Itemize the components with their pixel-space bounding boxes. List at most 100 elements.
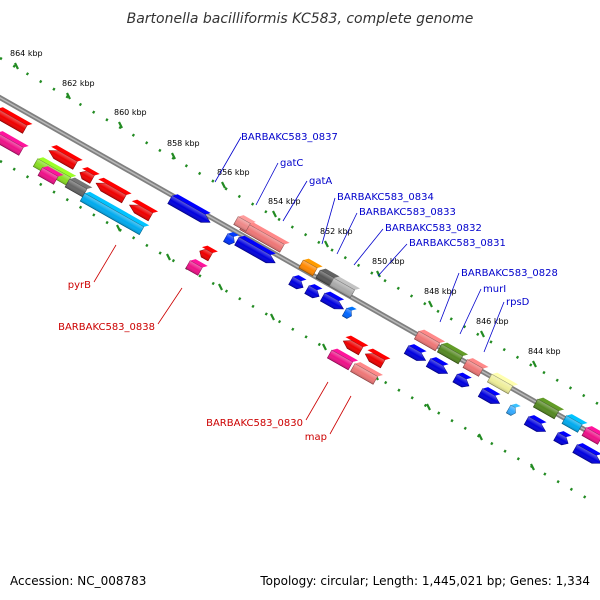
ruler-dot xyxy=(529,363,533,367)
gene-label-barbakc583-0832: BARBAKC583_0832 xyxy=(385,223,482,234)
ruler-dot xyxy=(437,411,441,415)
ruler-dot xyxy=(423,403,428,408)
gene-top-face xyxy=(345,335,369,348)
gene-label-barbakc583-0838: BARBAKC583_0838 xyxy=(58,322,155,333)
gene-label-gata: gatA xyxy=(309,176,332,187)
gene-feature xyxy=(319,291,345,310)
gene-feature xyxy=(239,220,290,253)
ruler-dot xyxy=(264,210,268,214)
gene-gloss xyxy=(581,427,600,445)
label-leader-line xyxy=(336,212,358,255)
gene-gloss xyxy=(234,237,276,263)
ruler-dot xyxy=(542,370,546,375)
ruler-dot xyxy=(224,289,229,293)
ruler-dot xyxy=(291,327,295,331)
gene-top-face xyxy=(51,145,83,162)
gene-top-face xyxy=(239,235,276,255)
gene-gloss xyxy=(129,205,153,221)
ruler-dot xyxy=(277,319,282,324)
gene-top-face xyxy=(0,107,33,126)
ruler-label: 864 kbp xyxy=(10,49,43,58)
ruler-dot xyxy=(105,220,109,225)
label-leader-line xyxy=(305,381,329,421)
gene-top-face xyxy=(457,372,472,380)
gene-gloss xyxy=(239,221,285,253)
gene-gloss xyxy=(533,399,559,419)
ruler-dot xyxy=(303,233,308,237)
gene-top-face xyxy=(482,387,501,396)
ruler-dot xyxy=(397,388,401,392)
gene-gloss xyxy=(462,359,484,377)
upper-ruler-track xyxy=(0,56,599,405)
gene-label-barbakc583-0830: BARBAKC583_0830 xyxy=(206,418,303,429)
ruler-label: 860 kbp xyxy=(114,108,147,117)
ruler-dot xyxy=(145,243,149,248)
gene-gloss xyxy=(185,260,203,276)
ruler-major-tick xyxy=(376,270,381,278)
ruler-dot xyxy=(370,271,374,275)
gene-gloss xyxy=(426,358,448,374)
accession-text: Accession: NC_008783 xyxy=(10,574,147,588)
ruler-dot xyxy=(92,110,96,114)
gene-gloss xyxy=(487,374,513,394)
gene-gloss xyxy=(298,260,318,276)
gene-feature xyxy=(403,344,427,361)
ruler-dot xyxy=(516,457,520,461)
gene-gloss xyxy=(404,345,426,361)
ruler-dot xyxy=(436,309,440,313)
gene-top-face xyxy=(309,284,323,291)
gene-gloss xyxy=(199,249,213,261)
label-leader-line xyxy=(93,244,117,283)
label-leader-line xyxy=(329,395,352,435)
ruler-dot xyxy=(0,56,3,61)
ruler-dot xyxy=(145,141,149,145)
gene-feature xyxy=(199,245,218,262)
ruler-major-tick xyxy=(270,313,275,321)
map-title: Bartonella bacilliformis KC583, complete… xyxy=(127,11,474,27)
ruler-label: 858 kbp xyxy=(167,139,200,148)
label-leader-line xyxy=(459,288,482,335)
gene-label-map: map xyxy=(305,432,327,443)
gene-top-face xyxy=(303,258,323,269)
gene-gloss xyxy=(223,233,235,245)
gene-top-face xyxy=(201,245,218,254)
ruler-dot xyxy=(39,79,43,84)
gene-gloss xyxy=(327,350,353,370)
gene-feature xyxy=(350,362,383,385)
gene-feature xyxy=(436,342,469,365)
gene-feature xyxy=(532,397,565,420)
gene-top-face xyxy=(510,403,521,408)
ruler-major-tick xyxy=(166,253,171,261)
ruler-dot xyxy=(450,419,454,423)
gene-feature xyxy=(234,235,276,264)
ruler-dot xyxy=(463,426,467,431)
gene-feature xyxy=(223,232,239,245)
ruler-dot xyxy=(198,274,202,278)
gene-gloss xyxy=(452,374,469,388)
gene-top-face xyxy=(131,199,159,213)
gene-feature xyxy=(364,348,391,369)
gene-gloss xyxy=(304,285,320,298)
ruler-dot xyxy=(543,472,547,476)
ruler-dot xyxy=(52,190,56,194)
gene-gloss xyxy=(48,150,78,170)
gene-gloss xyxy=(288,276,304,289)
ruler-dot xyxy=(290,225,294,229)
label-leader-line xyxy=(157,287,183,325)
gene-gloss xyxy=(342,308,352,319)
gene-gloss xyxy=(414,331,440,351)
ruler-dot xyxy=(277,217,281,222)
gene-top-face xyxy=(408,344,427,353)
ruler-dot xyxy=(490,441,494,446)
gene-top-face xyxy=(82,167,100,176)
gene-gloss xyxy=(572,444,600,464)
gene-label-pyrb: pyrB xyxy=(68,280,91,291)
ruler-dot xyxy=(92,213,96,217)
ruler-dot xyxy=(583,495,587,499)
ruler-dot xyxy=(171,258,176,263)
gene-feature xyxy=(298,258,323,277)
gene-feature xyxy=(37,166,64,185)
gene-feature xyxy=(553,431,572,446)
ruler-label: 846 kbp xyxy=(476,317,509,326)
gene-label-barbakc583-0834: BARBAKC583_0834 xyxy=(337,192,434,203)
